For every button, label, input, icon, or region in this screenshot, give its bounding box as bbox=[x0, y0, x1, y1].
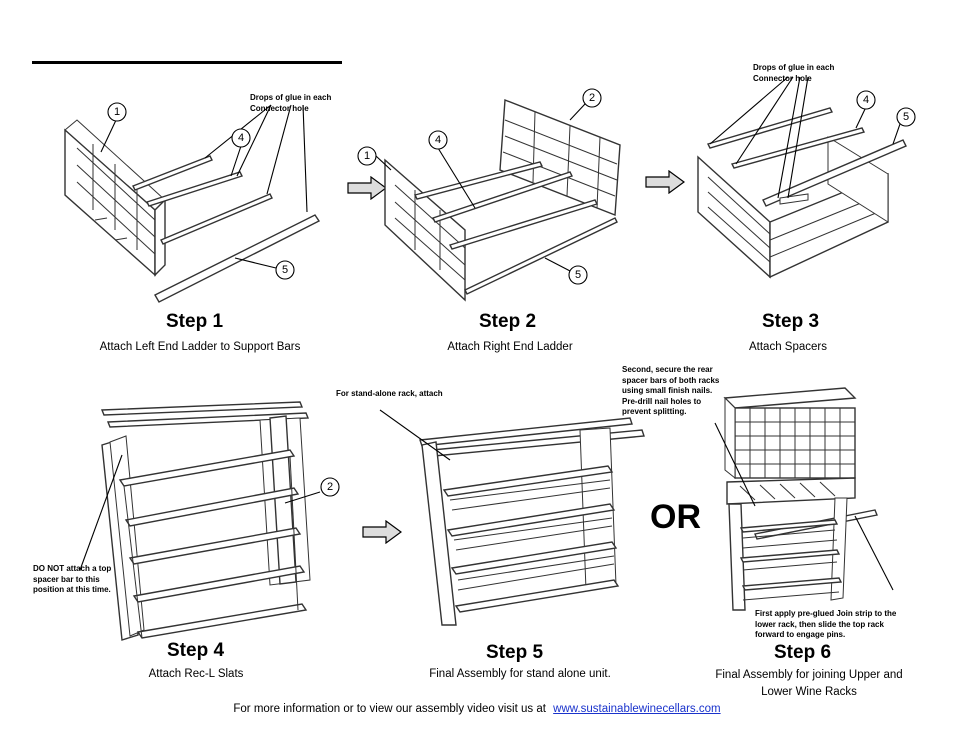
callout-2: 2 bbox=[582, 88, 602, 108]
callout-2: 2 bbox=[320, 477, 340, 497]
footer-text: For more information or to view our asse… bbox=[233, 703, 546, 715]
step5-illustration bbox=[379, 409, 645, 626]
svg-text:4: 4 bbox=[863, 94, 869, 106]
arrow-icon bbox=[347, 176, 387, 200]
step3-desc: Attach Spacers bbox=[749, 341, 827, 353]
svg-text:1: 1 bbox=[364, 150, 370, 162]
step2-title: Step 2 bbox=[479, 311, 537, 332]
step2-desc: Attach Right End Ladder bbox=[447, 341, 573, 353]
step5-title: Step 5 bbox=[486, 642, 544, 663]
svg-text:2: 2 bbox=[327, 481, 333, 493]
step3-title: Step 3 bbox=[762, 311, 820, 332]
svg-text:4: 4 bbox=[435, 134, 441, 146]
callout-1: 1 bbox=[107, 102, 127, 122]
step6-illustration bbox=[714, 387, 894, 611]
svg-text:5: 5 bbox=[282, 264, 288, 276]
callout-5: 5 bbox=[568, 265, 588, 285]
step6-join-note: First apply pre-glued Join strip to the … bbox=[755, 609, 897, 639]
callout-1: 1 bbox=[357, 146, 377, 166]
arrow-icon bbox=[645, 170, 685, 194]
step6-title: Step 6 bbox=[774, 642, 832, 663]
arrow-icon bbox=[362, 520, 402, 544]
header-rule bbox=[32, 61, 342, 64]
footer: For more information or to view our asse… bbox=[0, 703, 954, 715]
step1-desc: Attach Left End Ladder to Support Bars bbox=[99, 341, 301, 353]
website-link[interactable]: www.sustainablewinecellars.com bbox=[553, 703, 721, 715]
step5-desc: Final Assembly for stand alone unit. bbox=[429, 668, 611, 680]
step5-label: For stand-alone rack, attach bbox=[336, 389, 443, 398]
svg-text:2: 2 bbox=[589, 92, 595, 104]
callout-5: 5 bbox=[275, 260, 295, 280]
callout-4: 4 bbox=[428, 130, 448, 150]
callout-5: 5 bbox=[896, 107, 916, 127]
svg-text:5: 5 bbox=[903, 111, 909, 123]
callout-4: 4 bbox=[231, 128, 251, 148]
step6-desc: Final Assembly for joining Upper and Low… bbox=[715, 669, 903, 698]
callout-4: 4 bbox=[856, 90, 876, 110]
step6-rear-note: Second, secure the rear spacer bars of b… bbox=[622, 365, 720, 416]
step3-illustration: 4 5 bbox=[697, 76, 916, 279]
step4-title: Step 4 bbox=[167, 640, 225, 661]
step1-illustration: 1 4 5 bbox=[64, 102, 321, 303]
step4-illustration: 2 bbox=[79, 401, 340, 641]
step4-desc: Attach Rec-L Slats bbox=[148, 668, 244, 680]
svg-text:4: 4 bbox=[238, 132, 244, 144]
svg-text:1: 1 bbox=[114, 106, 120, 118]
svg-text:5: 5 bbox=[575, 269, 581, 281]
step4-warning-note: DO NOT attach a top spacer bar to this p… bbox=[33, 564, 112, 594]
or-label: OR bbox=[650, 498, 701, 536]
glue-note-step1: Drops of glue in each Connector hole bbox=[250, 93, 332, 113]
step2-illustration: 2 4 5 1 bbox=[357, 88, 621, 302]
step1-title: Step 1 bbox=[166, 311, 224, 332]
glue-note-step3: Drops of glue in each Connector hole bbox=[753, 63, 835, 83]
